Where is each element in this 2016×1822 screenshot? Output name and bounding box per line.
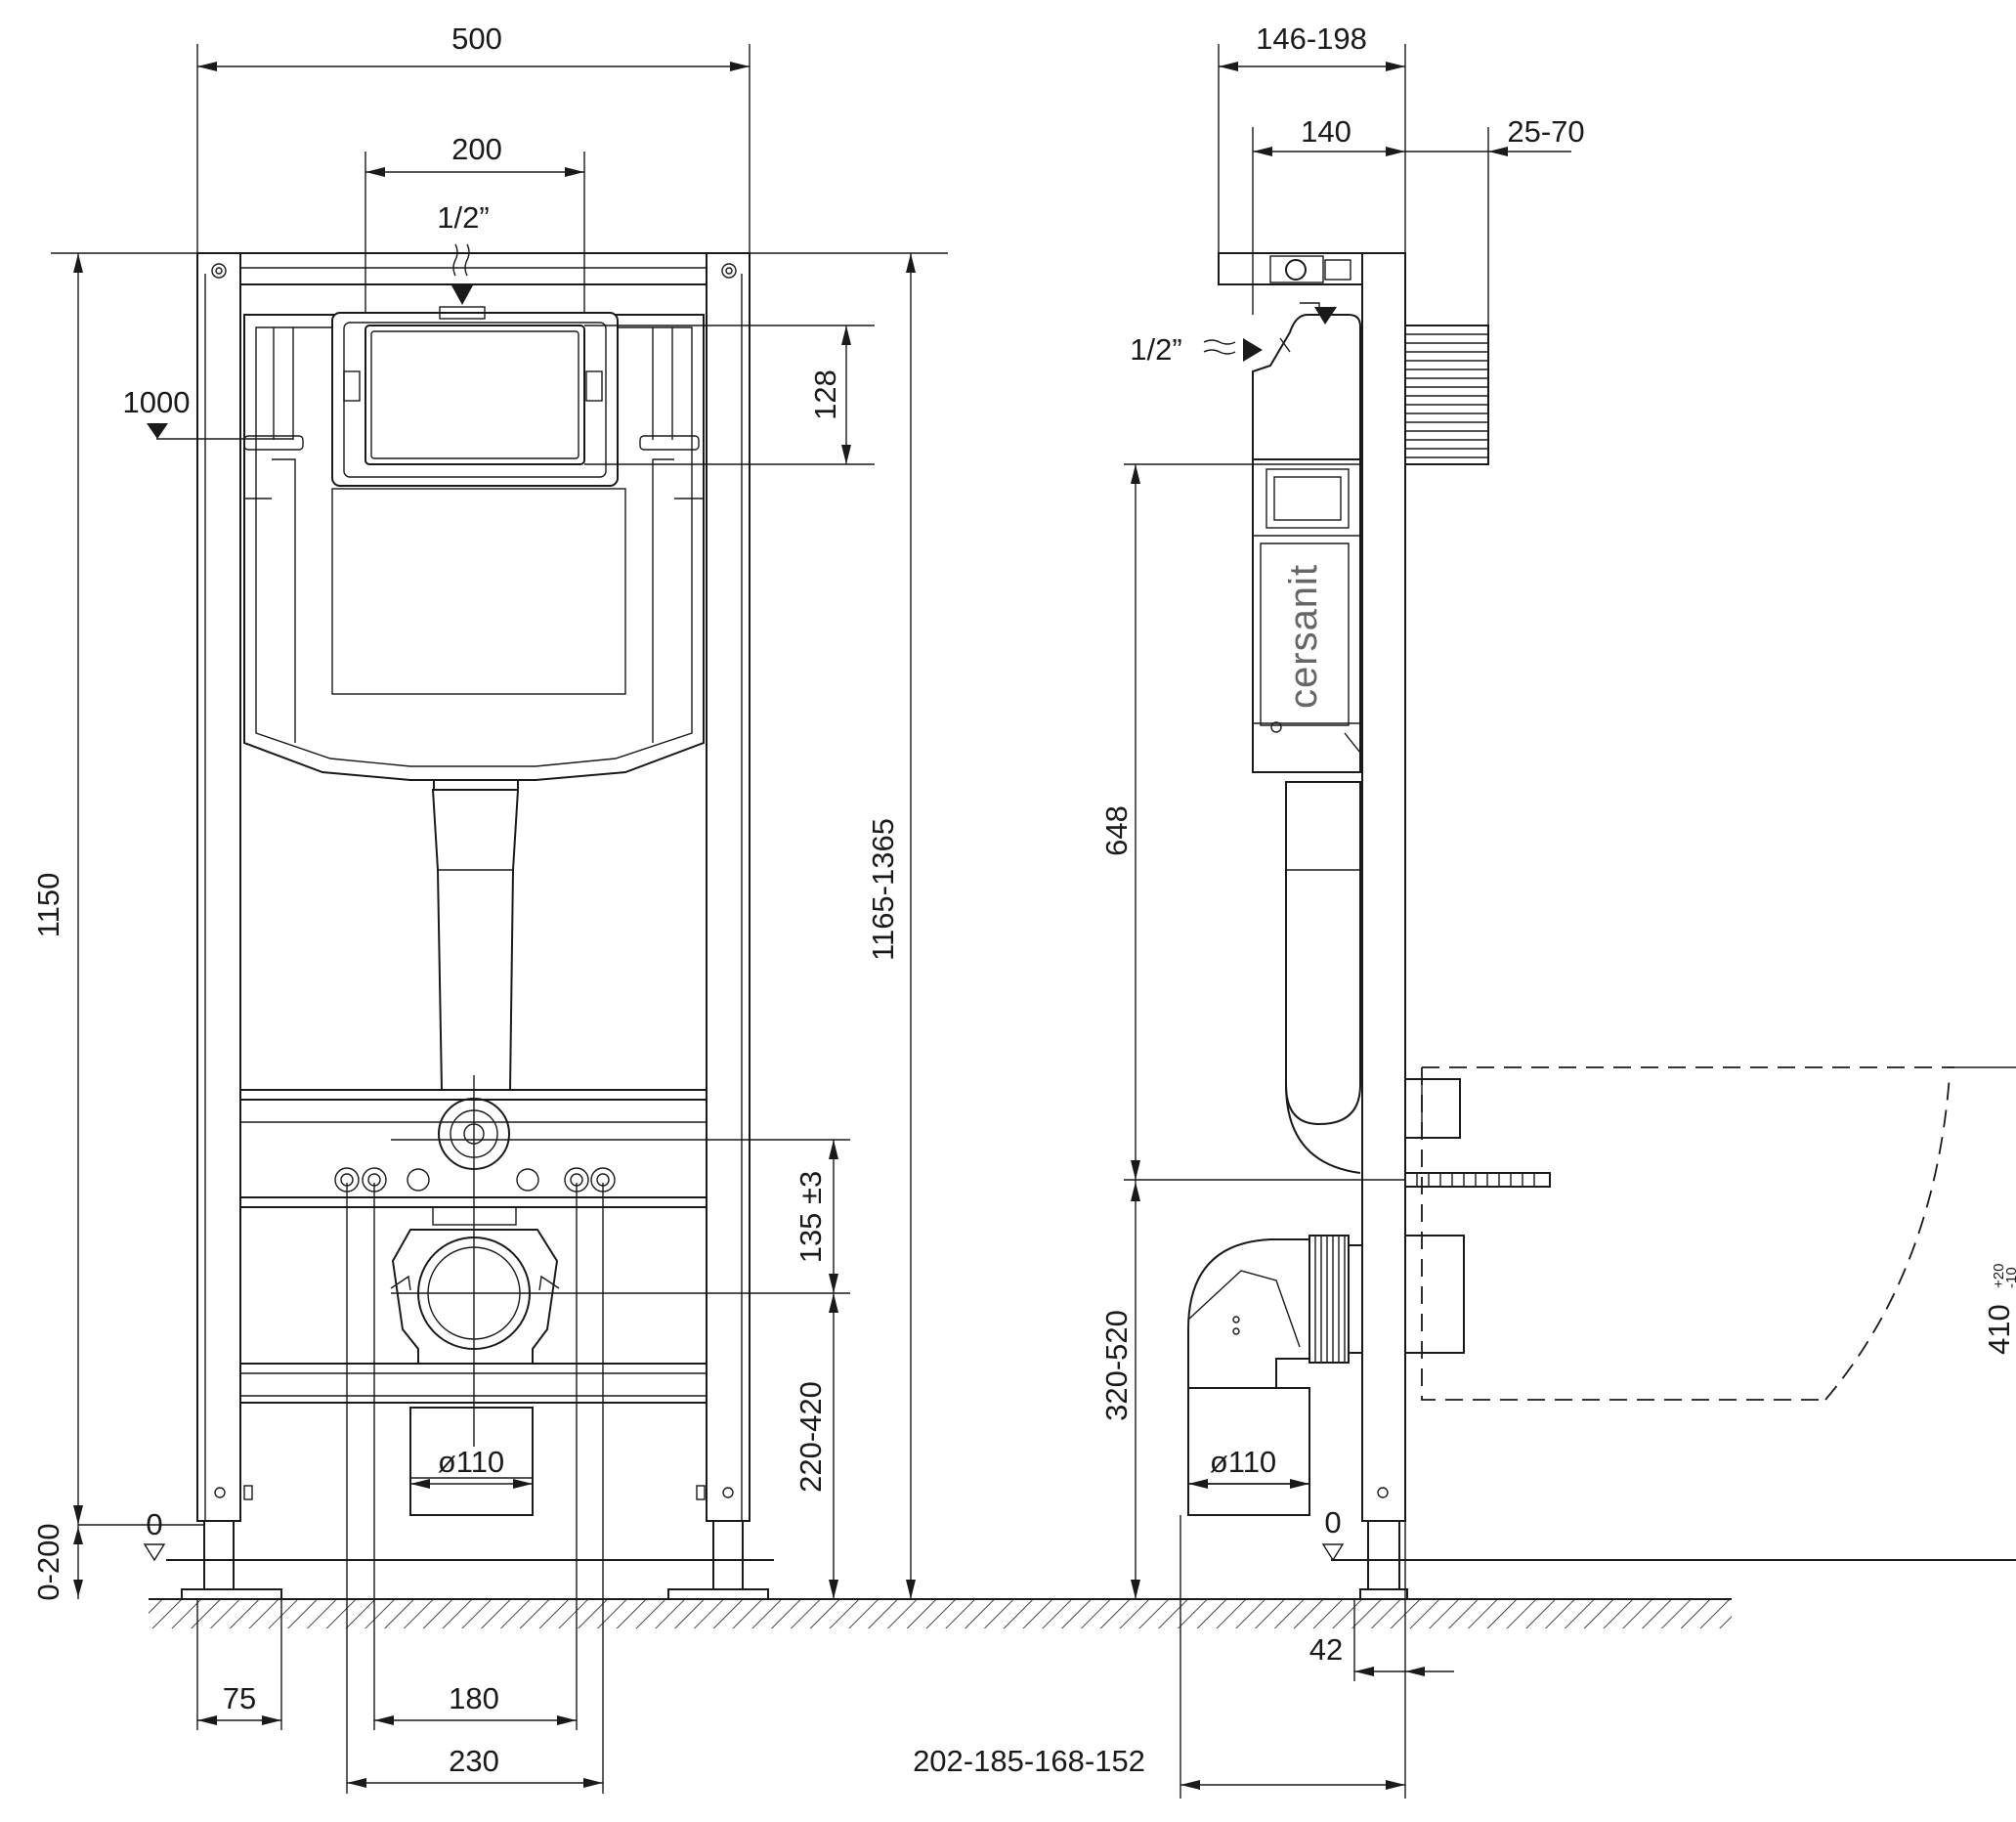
front-dimensions: 500 200 1/2” 128 1000 1150 1165-1365 135… — [31, 22, 948, 1794]
dim-frame-height: 1150 — [31, 873, 65, 938]
dim-outlet-height: 220-420 — [794, 1381, 828, 1493]
side-view: cersanit — [1187, 252, 2016, 1600]
flush-button-frame — [331, 312, 619, 487]
left-post — [196, 252, 241, 1522]
dim-outlet-diameter-front: ø110 — [438, 1445, 504, 1479]
dim-width-total: 500 — [451, 22, 502, 56]
dim-leg-offset: 75 — [223, 1681, 256, 1715]
dim-button-height: 128 — [808, 369, 842, 420]
dim-wall-range: 25-70 — [1507, 114, 1584, 149]
label-button-center: 1000 — [123, 385, 191, 419]
outlet-elbow — [1187, 1238, 1310, 1389]
front-view — [181, 252, 850, 1600]
dim-bowl-tol-plus: +20 — [1991, 1264, 2007, 1288]
flush-button-opening — [365, 325, 585, 465]
dim-outlet-diameter-side: ø110 — [1210, 1445, 1276, 1479]
floor — [149, 1598, 1732, 1628]
label-inlet-front: 1/2” — [437, 200, 489, 235]
dim-stud-spacing-outer: 230 — [449, 1744, 499, 1778]
dim-stud-spacing-inner: 180 — [449, 1681, 499, 1715]
dim-bolt-spacing: 135 ±3 — [794, 1171, 828, 1264]
side-post — [1361, 252, 1406, 1522]
dim-depth-frame: 140 — [1301, 114, 1351, 149]
dim-leg-adjust: 0-200 — [31, 1523, 65, 1600]
thread-lines — [1405, 333, 1488, 458]
label-zero-side: 0 — [1324, 1505, 1341, 1540]
dim-outlet-offsets: 202-185-168-152 — [913, 1744, 1145, 1778]
dim-adjustable-height: 1165-1365 — [866, 818, 900, 961]
side-dimensions: 146-198 140 25-70 1/2” 648 320-520 ø110 … — [913, 22, 2016, 1799]
dim-tank-height: 648 — [1099, 805, 1134, 856]
top-rail — [239, 252, 708, 285]
label-zero-front: 0 — [146, 1507, 162, 1541]
dim-button-width: 200 — [451, 132, 502, 166]
right-post — [706, 252, 751, 1522]
wall-sleeve — [1404, 325, 1489, 465]
brand-logo: cersanit — [1282, 564, 1325, 709]
dim-bowl-tol-minus: -10 — [2003, 1267, 2016, 1288]
flush-pipe — [431, 789, 520, 1091]
label-inlet-side: 1/2” — [1130, 332, 1181, 367]
cistern — [243, 314, 705, 781]
dim-outlet-height-side: 320-520 — [1099, 1310, 1134, 1421]
fixing-bolt — [1404, 1172, 1551, 1188]
dim-depth-total: 146-198 — [1256, 22, 1367, 56]
dim-bowl-height: 410 — [1982, 1304, 2016, 1355]
dim-foot-offset: 42 — [1309, 1632, 1343, 1667]
cistern-side — [1252, 458, 1361, 773]
